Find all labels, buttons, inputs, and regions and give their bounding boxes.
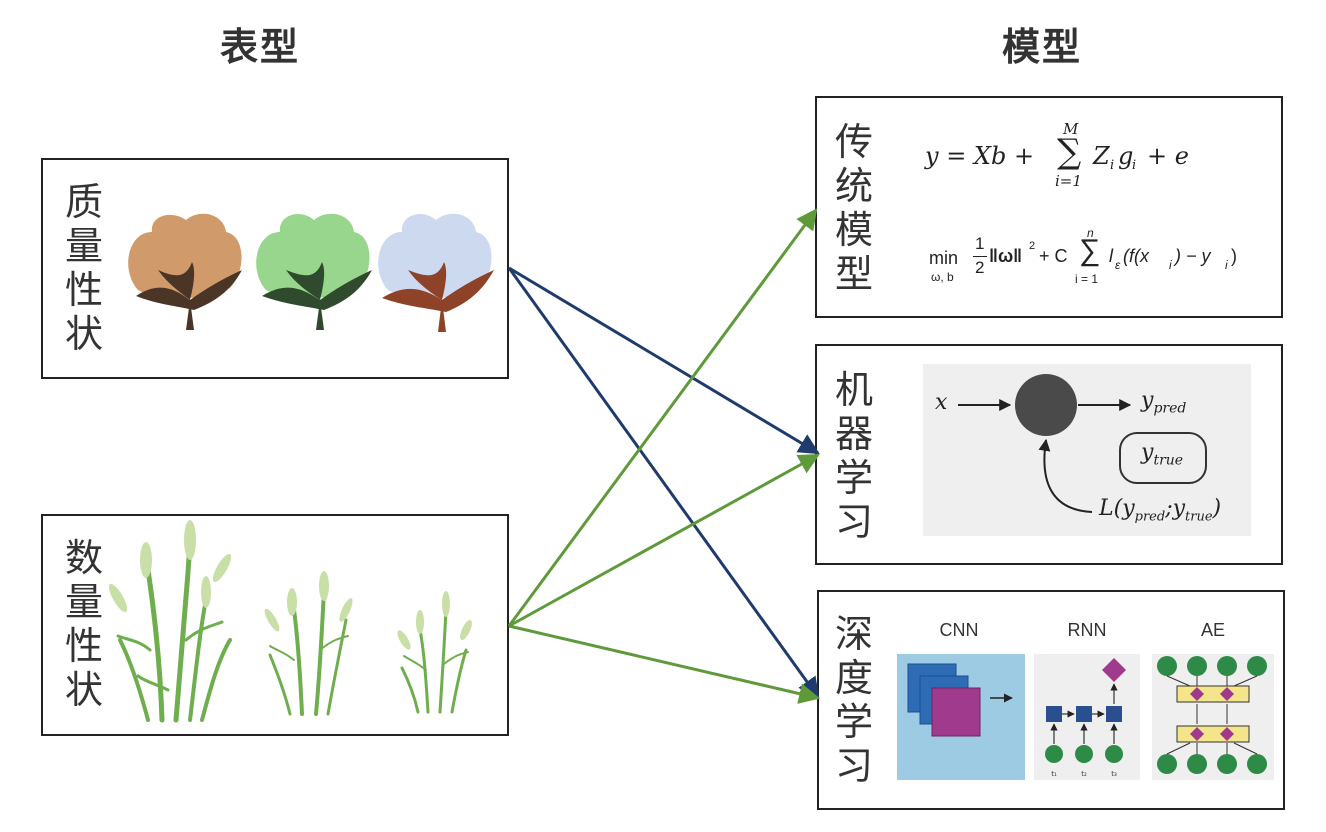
ml-y-pred: ypred [1141,388,1187,417]
cotton-boll-icon [256,213,372,330]
ae-label: AE [1200,620,1225,640]
arrow-qualitative-to-ml [508,266,820,455]
rnn-step-label: t₁ [1051,770,1057,778]
model-header: 模型 [1002,25,1083,69]
svm-equation: min ω, b 1 2 ‖ω‖ 2 + C n ∑ i = 1 l ε (f(… [929,226,1237,286]
ml-input-x: x [935,390,948,415]
ml-y-true-box [1119,432,1207,484]
arrow-quantitative-to-dl [508,624,821,704]
ml-diagram-panel: x ypred ytrue L(ypred;ytrue) [923,364,1251,536]
quantitative-trait-label: 数 量 性 状 [64,536,103,712]
ml-loss-label: L(ypred;ytrue) [1099,496,1222,525]
cnn-label: CNN [939,620,979,640]
ml-y-true: ytrue [1141,440,1184,469]
phenotype-header: 表型 [220,25,301,69]
neuron-icon [958,374,1132,513]
wheat-plant-icon [268,588,349,716]
arrow-quantitative-to-traditional [507,208,818,627]
ae-diagram [1152,654,1274,780]
rnn-diagram: t₁ t₂ t₃ [1034,654,1140,780]
arrow-qualitative-to-dl [507,267,820,699]
traditional-model-box: 传 统 模 型 y = Xb + M ∑ i=1 Z i g i + e min… [815,96,1283,318]
wheat-plant-icon [116,542,232,723]
cotton-boll-icon [128,213,242,330]
machine-learning-box: 机 器 学 习 x ypred ytrue L(ypred;ytrue) [815,344,1283,565]
rnn-step-label: t₂ [1081,770,1087,778]
rnn-step-label: t₃ [1111,770,1117,778]
rnn-label: RNN [1067,620,1107,640]
cotton-boll-icon [378,213,494,332]
machine-learning-label: 机 器 学 习 [834,368,873,544]
wheat-plant-icon [400,608,469,714]
cnn-diagram [897,654,1025,780]
deep-learning-label: 深 度 学 习 [834,612,873,788]
qualitative-trait-label: 质 量 性 状 [64,180,103,356]
mixed-model-equation: y = Xb + M ∑ i=1 Z i g i + e [925,120,1189,190]
traditional-model-label: 传 统 模 型 [834,120,873,296]
arrow-quantitative-to-ml [508,453,820,628]
